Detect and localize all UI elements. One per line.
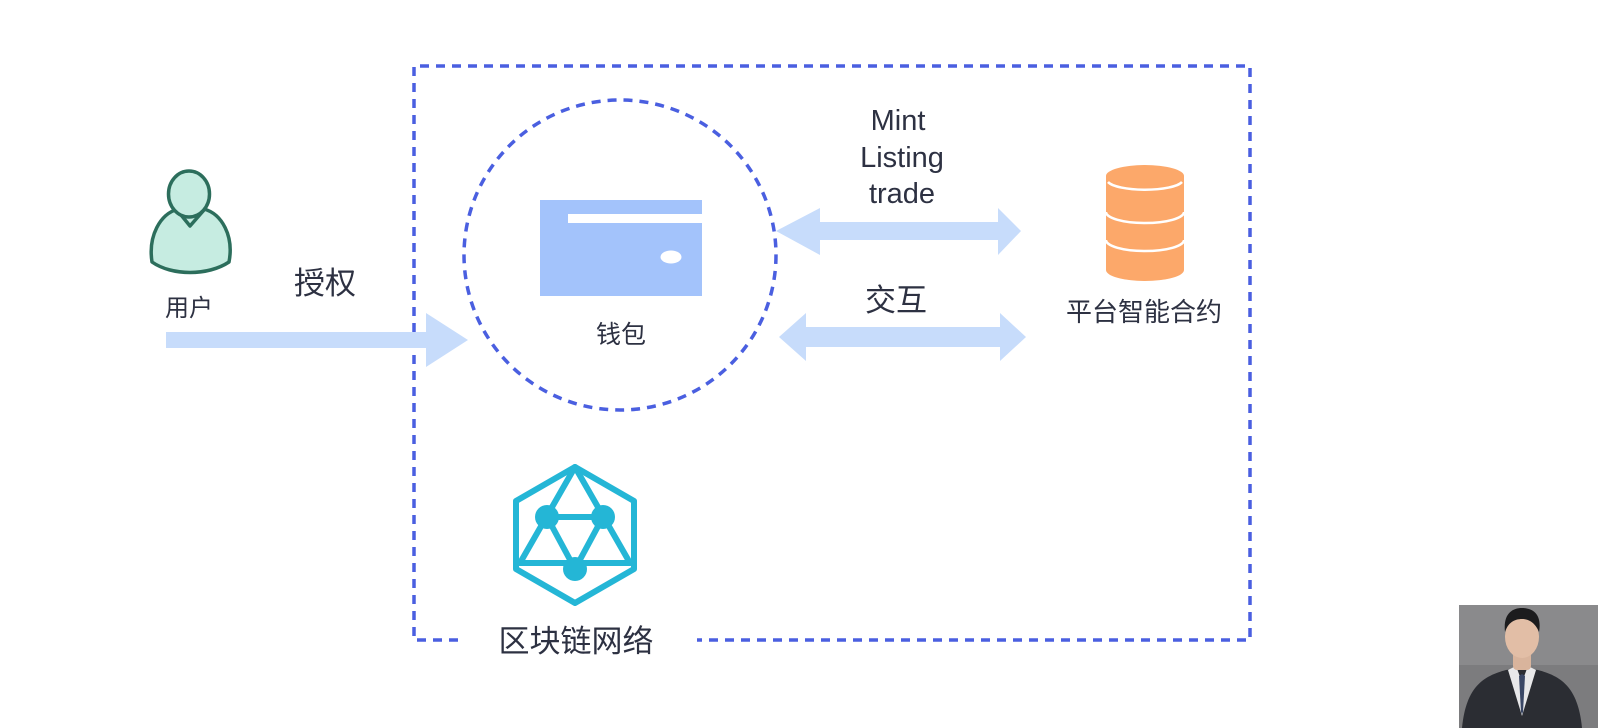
interact-label: 交互 [865, 283, 927, 319]
wallet-circle [462, 98, 778, 412]
blockchain-icon [513, 464, 637, 606]
authorize-label: 授权 [294, 266, 356, 302]
user-label: 用户 [165, 294, 213, 322]
contract-label: 平台智能合约 [1066, 298, 1222, 328]
presenter-avatar [1459, 605, 1598, 728]
wallet-label: 钱包 [596, 320, 646, 349]
network-boundary [412, 64, 1252, 642]
user-icon [149, 169, 232, 275]
ops-double-arrow [776, 208, 1021, 255]
authorize-arrow [166, 313, 468, 367]
ops-label-mint: Mint [871, 105, 926, 137]
ops-label-listing: Listing [860, 142, 944, 174]
wallet-icon [540, 200, 702, 296]
interact-double-arrow [779, 313, 1026, 361]
ops-label-trade: trade [869, 178, 935, 210]
database-icon [1104, 165, 1186, 281]
network-label: 区块链网络 [499, 624, 654, 660]
